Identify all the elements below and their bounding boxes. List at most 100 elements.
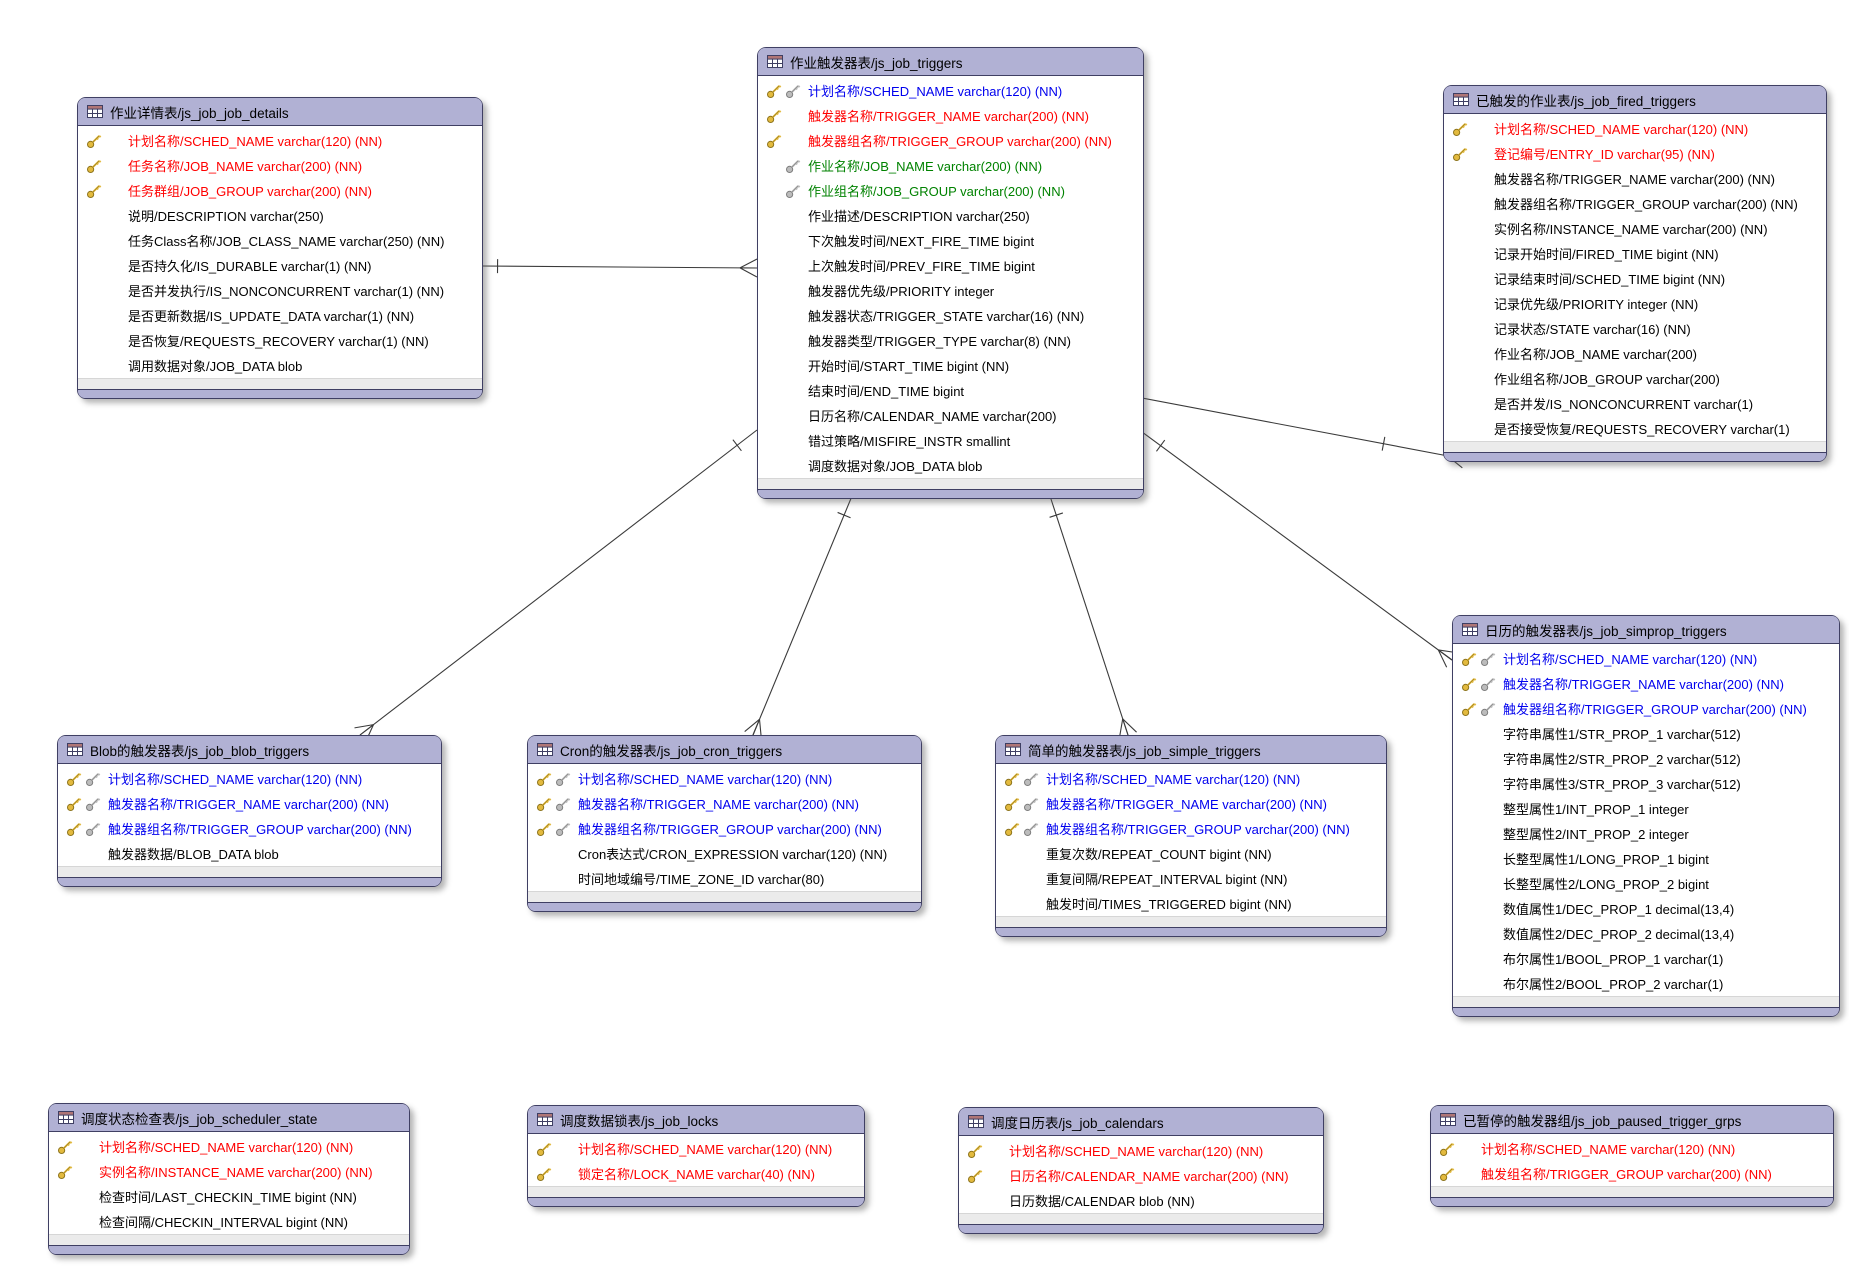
table-row[interactable]: 触发器组名称/TRIGGER_GROUP varchar(200) (NN) bbox=[1453, 696, 1839, 721]
table-row[interactable]: 触发时间/TIMES_TRIGGERED bigint (NN) bbox=[996, 891, 1386, 916]
table-row[interactable]: 任务Class名称/JOB_CLASS_NAME varchar(250) (N… bbox=[78, 228, 482, 253]
table-row[interactable]: 锁定名称/LOCK_NAME varchar(40) (NN) bbox=[528, 1161, 864, 1186]
table-row[interactable]: 上次触发时间/PREV_FIRE_TIME bigint bbox=[758, 253, 1143, 278]
table-row[interactable]: 检查时间/LAST_CHECKIN_TIME bigint (NN) bbox=[49, 1184, 409, 1209]
table-row[interactable]: 计划名称/SCHED_NAME varchar(120) (NN) bbox=[49, 1134, 409, 1159]
table-row[interactable]: 记录优先级/PRIORITY integer (NN) bbox=[1444, 291, 1826, 316]
table-row[interactable]: 记录结束时间/SCHED_TIME bigint (NN) bbox=[1444, 266, 1826, 291]
table-header[interactable]: 日历的触发器表/js_job_simprop_triggers bbox=[1453, 616, 1839, 644]
table-row[interactable]: 触发器优先级/PRIORITY integer bbox=[758, 278, 1143, 303]
table-row[interactable]: 记录开始时间/FIRED_TIME bigint (NN) bbox=[1444, 241, 1826, 266]
table-row[interactable]: 重复间隔/REPEAT_INTERVAL bigint (NN) bbox=[996, 866, 1386, 891]
table-row[interactable]: 数值属性1/DEC_PROP_1 decimal(13,4) bbox=[1453, 896, 1839, 921]
table-row[interactable]: 计划名称/SCHED_NAME varchar(120) (NN) bbox=[528, 1136, 864, 1161]
table-row[interactable]: 作业组名称/JOB_GROUP varchar(200) bbox=[1444, 366, 1826, 391]
table-row[interactable]: 检查间隔/CHECKIN_INTERVAL bigint (NN) bbox=[49, 1209, 409, 1234]
table-row[interactable]: 整型属性2/INT_PROP_2 integer bbox=[1453, 821, 1839, 846]
table-row[interactable]: 触发器名称/TRIGGER_NAME varchar(200) (NN) bbox=[758, 103, 1143, 128]
table-row[interactable]: 实例名称/INSTANCE_NAME varchar(200) (NN) bbox=[1444, 216, 1826, 241]
table-row[interactable]: 下次触发时间/NEXT_FIRE_TIME bigint bbox=[758, 228, 1143, 253]
table-row[interactable]: 计划名称/SCHED_NAME varchar(120) (NN) bbox=[1453, 646, 1839, 671]
table-header[interactable]: 作业详情表/js_job_job_details bbox=[78, 98, 482, 126]
table-row[interactable]: 是否持久化/IS_DURABLE varchar(1) (NN) bbox=[78, 253, 482, 278]
table-row[interactable]: 计划名称/SCHED_NAME varchar(120) (NN) bbox=[78, 128, 482, 153]
table-row[interactable]: 日历数据/CALENDAR blob (NN) bbox=[959, 1188, 1323, 1213]
table-row[interactable]: 日历名称/CALENDAR_NAME varchar(200) (NN) bbox=[959, 1163, 1323, 1188]
table-row[interactable]: 任务名称/JOB_NAME varchar(200) (NN) bbox=[78, 153, 482, 178]
table-row[interactable]: 实例名称/INSTANCE_NAME varchar(200) (NN) bbox=[49, 1159, 409, 1184]
table-row[interactable]: 计划名称/SCHED_NAME varchar(120) (NN) bbox=[58, 766, 441, 791]
table-row[interactable]: 作业名称/JOB_NAME varchar(200) bbox=[1444, 341, 1826, 366]
table-row[interactable]: 触发器组名称/TRIGGER_GROUP varchar(200) (NN) bbox=[758, 128, 1143, 153]
table-row[interactable]: 时间地域编号/TIME_ZONE_ID varchar(80) bbox=[528, 866, 921, 891]
table-row[interactable]: 触发器名称/TRIGGER_NAME varchar(200) (NN) bbox=[1444, 166, 1826, 191]
table-row[interactable]: 字符串属性1/STR_PROP_1 varchar(512) bbox=[1453, 721, 1839, 746]
table-row[interactable]: 重复次数/REPEAT_COUNT bigint (NN) bbox=[996, 841, 1386, 866]
table-header[interactable]: 调度日历表/js_job_calendars bbox=[959, 1108, 1323, 1136]
table-row[interactable]: 说明/DESCRIPTION varchar(250) bbox=[78, 203, 482, 228]
table-row[interactable]: 是否并发执行/IS_NONCONCURRENT varchar(1) (NN) bbox=[78, 278, 482, 303]
table-row[interactable]: 触发器组名称/TRIGGER_GROUP varchar(200) (NN) bbox=[528, 816, 921, 841]
table-row[interactable]: 调度数据对象/JOB_DATA blob bbox=[758, 453, 1143, 478]
table-row[interactable]: 作业描述/DESCRIPTION varchar(250) bbox=[758, 203, 1143, 228]
table-row[interactable]: 整型属性1/INT_PROP_1 integer bbox=[1453, 796, 1839, 821]
table-row[interactable]: 触发器名称/TRIGGER_NAME varchar(200) (NN) bbox=[58, 791, 441, 816]
table-row[interactable]: 是否并发/IS_NONCONCURRENT varchar(1) bbox=[1444, 391, 1826, 416]
table-header[interactable]: 作业触发器表/js_job_triggers bbox=[758, 48, 1143, 76]
table-row[interactable]: 布尔属性1/BOOL_PROP_1 varchar(1) bbox=[1453, 946, 1839, 971]
table-header[interactable]: 已触发的作业表/js_job_fired_triggers bbox=[1444, 86, 1826, 114]
table-row[interactable]: 记录状态/STATE varchar(16) (NN) bbox=[1444, 316, 1826, 341]
table-row[interactable]: Cron表达式/CRON_EXPRESSION varchar(120) (NN… bbox=[528, 841, 921, 866]
table-row[interactable]: 布尔属性2/BOOL_PROP_2 varchar(1) bbox=[1453, 971, 1839, 996]
table-header[interactable]: 调度状态检查表/js_job_scheduler_state bbox=[49, 1104, 409, 1132]
table-row[interactable]: 是否恢复/REQUESTS_RECOVERY varchar(1) (NN) bbox=[78, 328, 482, 353]
table-row[interactable]: 字符串属性3/STR_PROP_3 varchar(512) bbox=[1453, 771, 1839, 796]
table-header[interactable]: Cron的触发器表/js_job_cron_triggers bbox=[528, 736, 921, 764]
table-row[interactable]: 是否接受恢复/REQUESTS_RECOVERY varchar(1) bbox=[1444, 416, 1826, 441]
table-row[interactable]: 计划名称/SCHED_NAME varchar(120) (NN) bbox=[1444, 116, 1826, 141]
table-row[interactable]: 数值属性2/DEC_PROP_2 decimal(13,4) bbox=[1453, 921, 1839, 946]
table-row[interactable]: 触发器组名称/TRIGGER_GROUP varchar(200) (NN) bbox=[1444, 191, 1826, 216]
table-header[interactable]: Blob的触发器表/js_job_blob_triggers bbox=[58, 736, 441, 764]
table-row[interactable]: 是否更新数据/IS_UPDATE_DATA varchar(1) (NN) bbox=[78, 303, 482, 328]
table-row[interactable]: 触发器类型/TRIGGER_TYPE varchar(8) (NN) bbox=[758, 328, 1143, 353]
table-header[interactable]: 调度数据锁表/js_job_locks bbox=[528, 1106, 864, 1134]
table-row[interactable]: 触发器状态/TRIGGER_STATE varchar(16) (NN) bbox=[758, 303, 1143, 328]
table-row[interactable]: 计划名称/SCHED_NAME varchar(120) (NN) bbox=[528, 766, 921, 791]
table-row[interactable]: 长整型属性2/LONG_PROP_2 bigint bbox=[1453, 871, 1839, 896]
table-row[interactable]: 作业组名称/JOB_GROUP varchar(200) (NN) bbox=[758, 178, 1143, 203]
table-row[interactable]: 错过策略/MISFIRE_INSTR smallint bbox=[758, 428, 1143, 453]
table-row[interactable]: 触发器名称/TRIGGER_NAME varchar(200) (NN) bbox=[528, 791, 921, 816]
table-row[interactable]: 触发器组名称/TRIGGER_GROUP varchar(200) (NN) bbox=[996, 816, 1386, 841]
table-row[interactable]: 触发器名称/TRIGGER_NAME varchar(200) (NN) bbox=[1453, 671, 1839, 696]
table-row[interactable]: 开始时间/START_TIME bigint (NN) bbox=[758, 353, 1143, 378]
table-row[interactable]: 任务群组/JOB_GROUP varchar(200) (NN) bbox=[78, 178, 482, 203]
table-row[interactable]: 日历名称/CALENDAR_NAME varchar(200) bbox=[758, 403, 1143, 428]
table-row[interactable]: 触发器组名称/TRIGGER_GROUP varchar(200) (NN) bbox=[58, 816, 441, 841]
table-row[interactable]: 计划名称/SCHED_NAME varchar(120) (NN) bbox=[1431, 1136, 1833, 1161]
table-header[interactable]: 已暂停的触发器组/js_job_paused_trigger_grps bbox=[1431, 1106, 1833, 1134]
table-row[interactable]: 触发器名称/TRIGGER_NAME varchar(200) (NN) bbox=[996, 791, 1386, 816]
table-row[interactable]: 结束时间/END_TIME bigint bbox=[758, 378, 1143, 403]
table-row[interactable]: 计划名称/SCHED_NAME varchar(120) (NN) bbox=[959, 1138, 1323, 1163]
table-row[interactable]: 计划名称/SCHED_NAME varchar(120) (NN) bbox=[996, 766, 1386, 791]
table-row[interactable]: 作业名称/JOB_NAME varchar(200) (NN) bbox=[758, 153, 1143, 178]
table-row[interactable]: 字符串属性2/STR_PROP_2 varchar(512) bbox=[1453, 746, 1839, 771]
table-row[interactable]: 长整型属性1/LONG_PROP_1 bigint bbox=[1453, 846, 1839, 871]
table-row[interactable]: 计划名称/SCHED_NAME varchar(120) (NN) bbox=[758, 78, 1143, 103]
table-row[interactable]: 调用数据对象/JOB_DATA blob bbox=[78, 353, 482, 378]
table-header[interactable]: 简单的触发器表/js_job_simple_triggers bbox=[996, 736, 1386, 764]
table-row[interactable]: 触发组名称/TRIGGER_GROUP varchar(200) (NN) bbox=[1431, 1161, 1833, 1186]
table-row[interactable]: 登记编号/ENTRY_ID varchar(95) (NN) bbox=[1444, 141, 1826, 166]
